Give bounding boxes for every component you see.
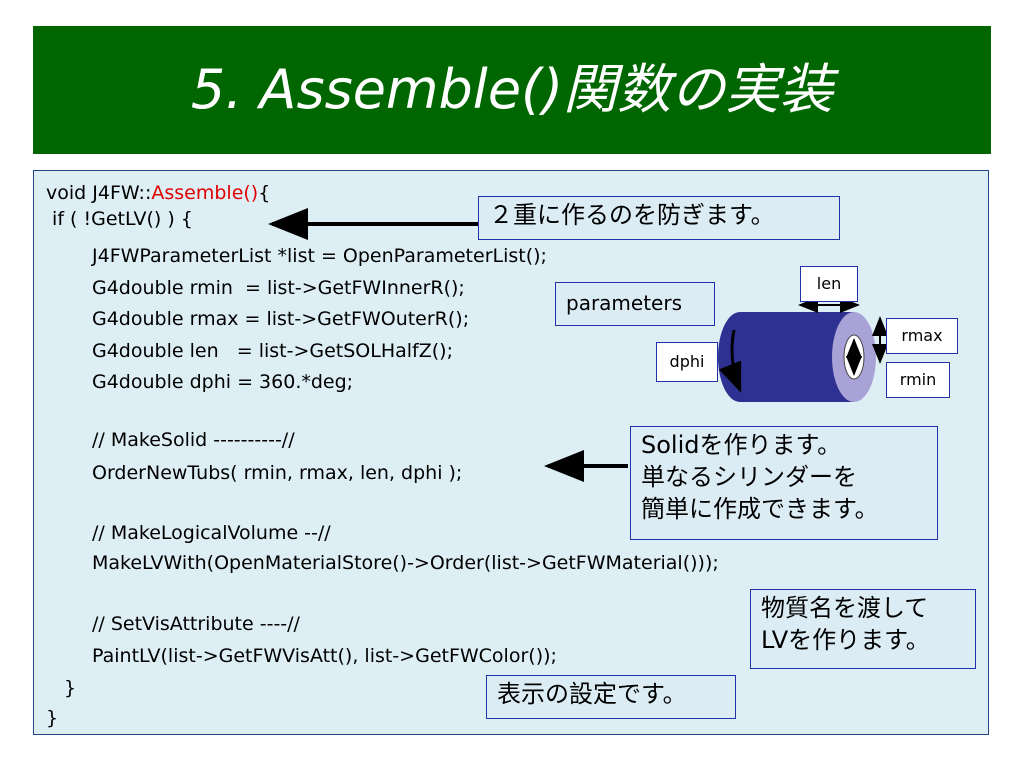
code-line-2: if ( !GetLV() ) { (46, 208, 193, 230)
cylinder-diagram (718, 297, 888, 402)
slide-title: 5. Assemble()関数の実装 (190, 58, 834, 121)
code-line-13: PaintLV(list->GetFWVisAtt(), list->GetFW… (92, 645, 557, 667)
label-rmin: rmin (886, 362, 950, 398)
note-vis: 表示の設定です。 (486, 675, 736, 719)
code-text: { (258, 182, 271, 204)
code-line-5: G4double rmax = list->GetFWOuterR(); (92, 308, 470, 330)
code-line-9: OrderNewTubs( rmin, rmax, len, dphi ); (92, 462, 463, 484)
code-line-1: void J4FW::Assemble(){ (46, 181, 270, 205)
title-bar: 5. Assemble()関数の実装 (33, 26, 991, 154)
code-line-14: } (64, 677, 77, 699)
code-line-6: G4double len = list->GetSOLHalfZ(); (92, 340, 453, 362)
code-line-10: // MakeLogicalVolume --// (92, 522, 331, 544)
code-line-12: // SetVisAttribute ----// (92, 613, 300, 635)
label-rmax: rmax (886, 318, 958, 354)
note-material: 物質名を渡して LVを作ります。 (750, 589, 976, 669)
note-duplicate: ２重に作るのを防ぎます。 (478, 196, 840, 240)
code-line-7: G4double dphi = 360.*deg; (92, 371, 354, 393)
label-len: len (800, 266, 858, 302)
code-line-8: // MakeSolid ----------// (92, 429, 295, 451)
note-parameters: parameters (555, 282, 715, 326)
label-dphi: dphi (656, 342, 718, 382)
function-name: Assemble() (151, 182, 259, 204)
code-line-15: } (46, 707, 59, 729)
code-line-11: MakeLVWith(OpenMaterialStore()->Order(li… (92, 552, 719, 574)
dphi-arrow (718, 329, 742, 393)
note-solid: Solidを作ります。 単なるシリンダーを 簡単に作成できます。 (630, 426, 938, 540)
code-text: void J4FW:: (46, 182, 152, 204)
code-line-3: J4FWParameterList *list = OpenParameterL… (92, 245, 547, 267)
code-line-4: G4double rmin = list->GetFWInnerR(); (92, 277, 465, 299)
